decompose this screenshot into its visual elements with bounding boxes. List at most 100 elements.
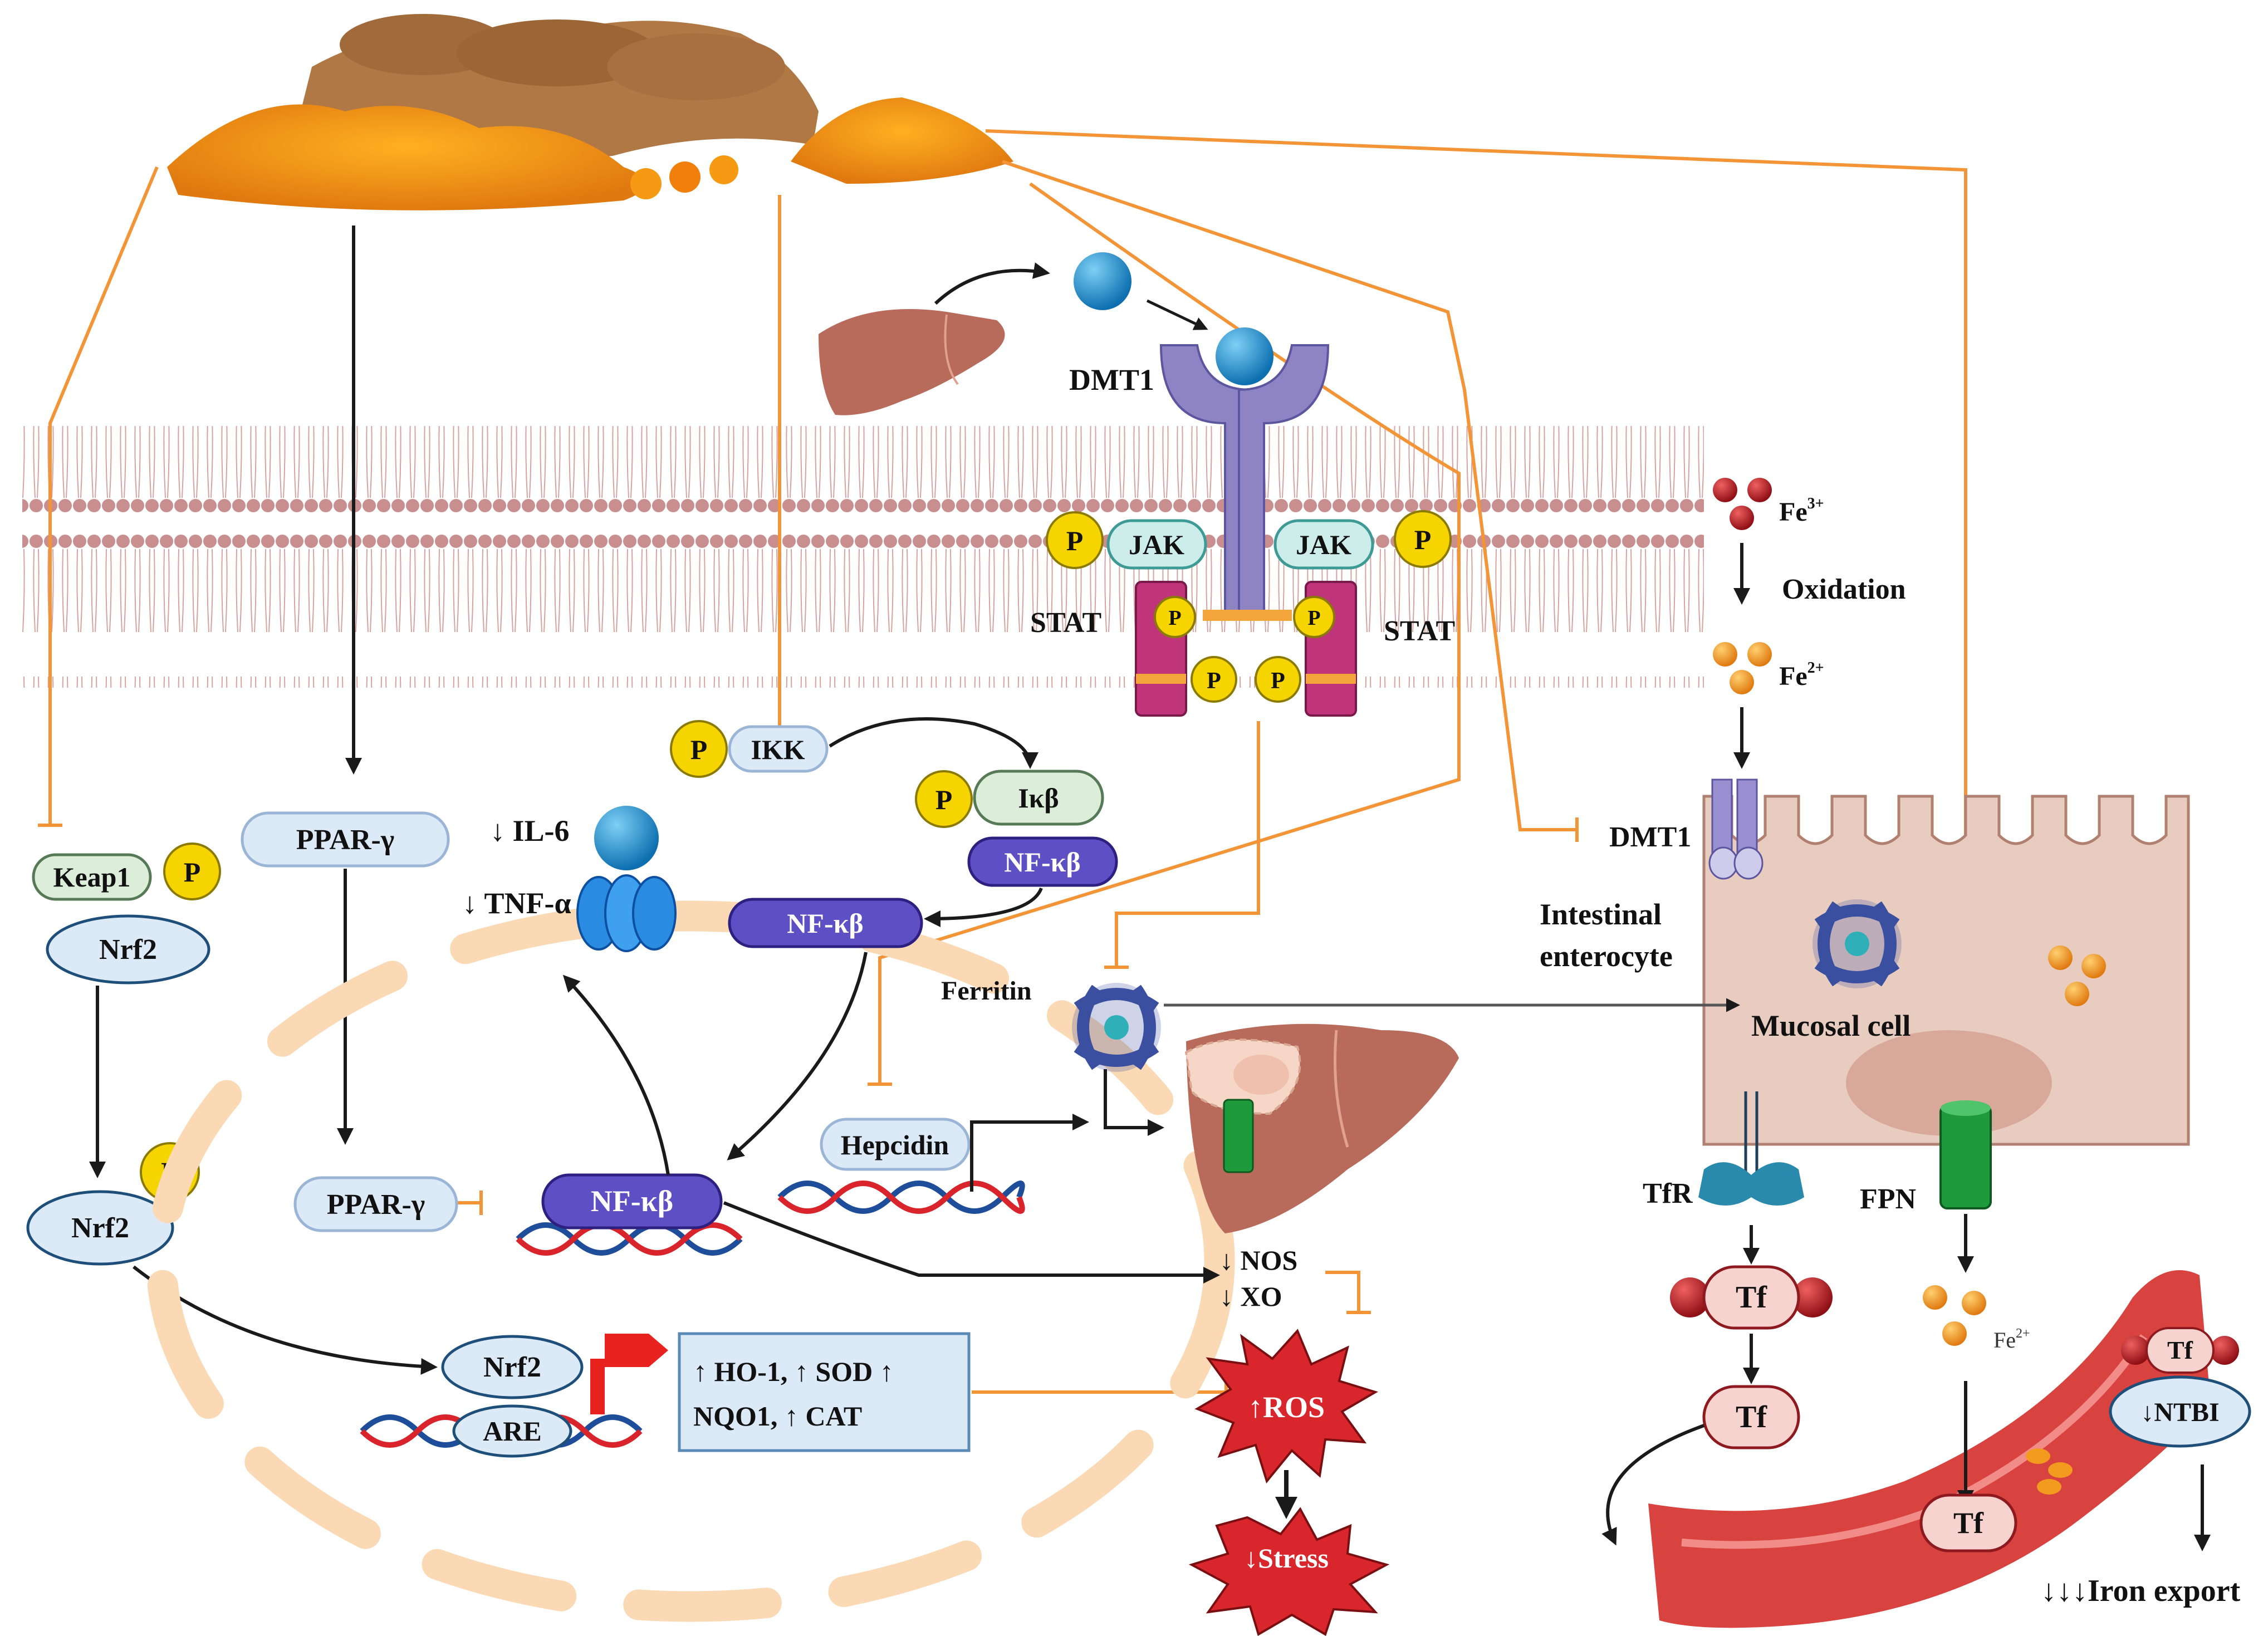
cytokine-icon <box>576 806 677 952</box>
phospho-stat-3: P <box>1191 656 1237 703</box>
svg-text:↓NTBI: ↓NTBI <box>2140 1398 2219 1427</box>
stat-right-label: STAT <box>1384 615 1455 647</box>
il6-label: ↓ IL-6 <box>490 814 570 848</box>
svg-text:Keap1: Keap1 <box>53 861 131 893</box>
transcription-flag-icon <box>590 1334 668 1414</box>
iron-export-label: ↓↓↓Iron export <box>2041 1574 2241 1608</box>
svg-text:P: P <box>1207 668 1221 694</box>
ppar-gamma-top: PPAR-γ <box>241 811 450 868</box>
svg-text:NF-κβ: NF-κβ <box>591 1184 673 1218</box>
svg-text:P: P <box>184 856 201 888</box>
mucosal-cell-label: Mucosal cell <box>1751 1009 1911 1042</box>
svg-text:P: P <box>1168 606 1181 630</box>
svg-text:↑ROS: ↑ROS <box>1248 1390 1325 1424</box>
fe2-label: Fe2+ <box>1779 659 1824 691</box>
fe3-label: Fe3+ <box>1779 495 1824 527</box>
xo-label: ↓ XO <box>1219 1281 1282 1312</box>
jak-right: JAK <box>1273 519 1374 570</box>
svg-text:JAK: JAK <box>1129 529 1184 560</box>
rbc-fe-in-blood <box>2026 1448 2073 1495</box>
svg-text:JAK: JAK <box>1296 529 1351 560</box>
ikb-oval: Iκβ <box>973 770 1104 826</box>
fe3-ions <box>1713 478 1772 530</box>
phospho-stat-1: P <box>1154 596 1196 638</box>
phospho-stat-2: P <box>1293 596 1335 638</box>
intestinal-label-2: enterocyte <box>1540 939 1673 973</box>
tf-holo-blood: Tf <box>2121 1327 2239 1374</box>
dna-hepcidin <box>777 1181 1025 1214</box>
svg-text:Tf: Tf <box>2167 1336 2193 1364</box>
svg-text:P: P <box>1271 668 1285 694</box>
ferritin-in-cell-icon <box>1813 899 1902 988</box>
stat-left-label: STAT <box>1030 607 1101 639</box>
liver-top <box>819 309 1005 415</box>
phospho-ikk: P <box>670 720 728 778</box>
tfr-receptor <box>1698 1091 1804 1206</box>
svg-text:P: P <box>1307 606 1320 630</box>
ferritin-icon <box>1072 983 1161 1072</box>
stress-burst: ↓Stress <box>1188 1507 1390 1636</box>
turmeric-image <box>167 14 1013 210</box>
tf-in-blood: Tf <box>1919 1493 2017 1552</box>
svg-text:P: P <box>1066 525 1084 556</box>
svg-text:↓Stress: ↓Stress <box>1244 1542 1329 1574</box>
nfkb-oval-nucleus: NF-κβ <box>541 1173 723 1230</box>
liver-middle <box>1184 1023 1459 1233</box>
fpn-transporter <box>1939 1100 1992 1209</box>
iron-ion <box>1074 252 1131 310</box>
nrf2-oval-nucleus: Nrf2 <box>441 1335 584 1399</box>
intestinal-enterocyte <box>1702 795 2190 1146</box>
tf-holo: Tf <box>1670 1265 1833 1330</box>
tf-apo: Tf <box>1702 1385 1800 1449</box>
svg-text:IKK: IKK <box>751 734 805 765</box>
keap1-oval: Keap1 <box>32 853 152 901</box>
phospho-ikb: P <box>915 770 973 828</box>
fe2-in-cell-ions <box>2048 946 2106 1006</box>
svg-text:NF-κβ: NF-κβ <box>1004 846 1080 878</box>
phospho-jak-right: P <box>1394 510 1452 568</box>
svg-text:P: P <box>690 734 708 765</box>
tnf-label: ↓ TNF-α <box>462 886 571 920</box>
ntbi-oval: ↓NTBI <box>2109 1375 2251 1448</box>
svg-text:↑ HO-1, ↑ SOD ↑: ↑ HO-1, ↑ SOD ↑ <box>693 1356 894 1387</box>
jak-left: JAK <box>1106 519 1207 570</box>
svg-text:Hepcidin: Hepcidin <box>841 1129 949 1160</box>
nfkb-oval-top: NF-κβ <box>967 836 1118 887</box>
dmt1-receptor <box>1159 327 1330 614</box>
svg-text:PPAR-γ: PPAR-γ <box>327 1189 425 1221</box>
ppar-gamma-bottom: PPAR-γ <box>293 1176 458 1232</box>
svg-text:Tf: Tf <box>1953 1506 1984 1540</box>
cell-membrane <box>22 426 1704 688</box>
antioxidant-enzymes-box: ↑ HO-1, ↑ SOD ↑ NQO1, ↑ CAT <box>678 1332 971 1452</box>
ferritin-label: Ferritin <box>941 976 1032 1006</box>
svg-text:P: P <box>1414 524 1432 555</box>
svg-text:Nrf2: Nrf2 <box>483 1351 541 1383</box>
nrf2-oval-mid: Nrf2 <box>26 1190 174 1266</box>
nucleus-outline <box>146 900 1235 1622</box>
intestinal-label-1: Intestinal <box>1540 898 1662 931</box>
nrf2-oval-top: Nrf2 <box>46 914 210 984</box>
svg-text:ARE: ARE <box>483 1415 542 1447</box>
phospho-jak-left: P <box>1046 511 1104 569</box>
dmt1-inhibited-label: DMT1 <box>1609 821 1691 853</box>
dmt1-transporter <box>1708 778 1764 880</box>
dmt1-label: DMT1 <box>1069 363 1154 396</box>
svg-text:P: P <box>935 784 953 815</box>
ros-burst: ↑ROS <box>1194 1329 1378 1484</box>
nfkb-oval-mid: NF-κβ <box>728 898 923 948</box>
svg-text:NF-κβ: NF-κβ <box>787 908 863 939</box>
svg-text:Iκβ: Iκβ <box>1018 782 1059 814</box>
fe2-exported-ions <box>1923 1285 1986 1346</box>
nos-label: ↓ NOS <box>1219 1245 1297 1276</box>
svg-text:Tf: Tf <box>1736 1280 1767 1315</box>
fpn-label: FPN <box>1860 1183 1916 1215</box>
svg-text:Nrf2: Nrf2 <box>71 1212 129 1244</box>
are-oval: ARE <box>452 1404 572 1458</box>
tfr-label: TfR <box>1643 1178 1693 1209</box>
oxidation-label: Oxidation <box>1782 574 1906 605</box>
fe2-exported-label: Fe2+ <box>1993 1326 2030 1353</box>
phospho-stat-4: P <box>1255 656 1301 703</box>
svg-text:PPAR-γ: PPAR-γ <box>296 824 394 856</box>
svg-text:NQO1, ↑ CAT: NQO1, ↑ CAT <box>693 1400 862 1432</box>
